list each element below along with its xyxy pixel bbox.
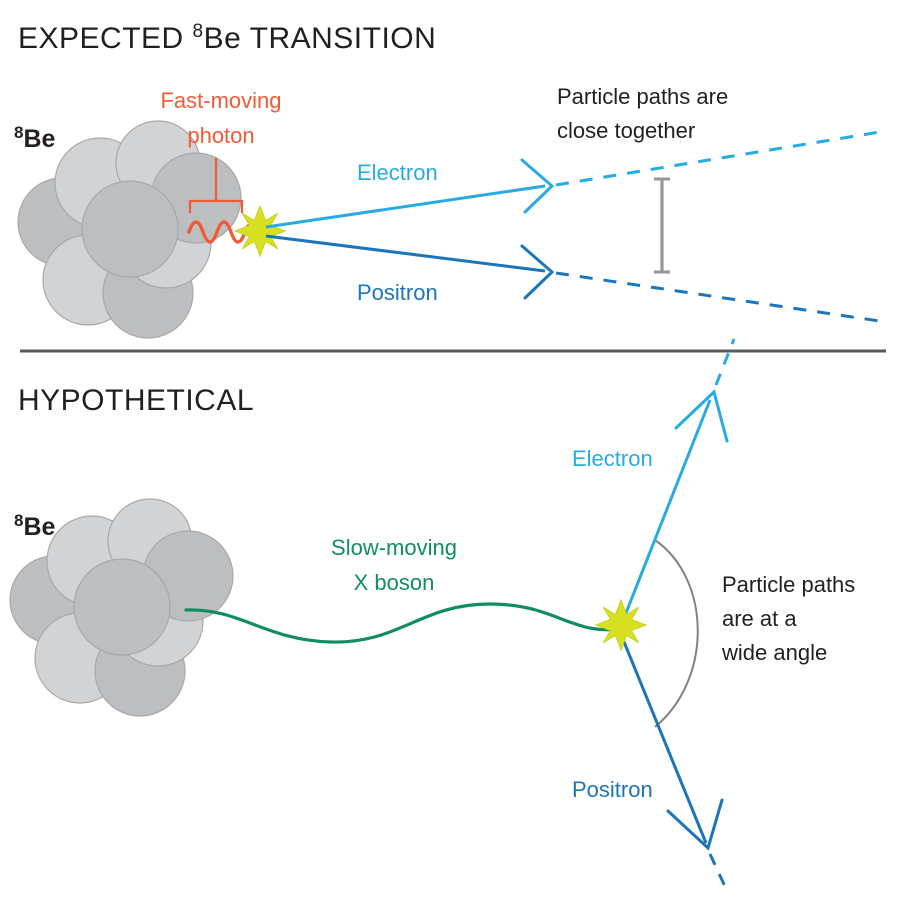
boson-label-line1: Slow-moving <box>331 535 457 560</box>
panel-expected: EXPECTED 8Be TRANSITION 8Be Fast-moving … <box>14 21 887 339</box>
electron-arrowhead-hypothetical <box>674 389 729 443</box>
photon-label-line2: photon <box>187 123 254 148</box>
nucleon-center <box>73 558 171 656</box>
nucleus-element: Be <box>23 125 55 153</box>
annotation-hypothetical-line3: wide angle <box>721 640 827 665</box>
title-element: Be <box>204 22 242 55</box>
burst-shape <box>594 598 648 652</box>
separation-measure-bar <box>654 177 670 274</box>
annotation-expected-line1: Particle paths are <box>557 84 728 109</box>
electron-path-dashed-expected <box>555 129 887 187</box>
positron-path-dashed-hypothetical <box>708 853 730 894</box>
decay-vertex-burst-expected <box>233 204 287 258</box>
electron-arrowhead-expected <box>520 158 555 214</box>
positron-path-dashed-expected <box>555 271 887 324</box>
nucleus-element: Be <box>23 513 55 541</box>
positron-arrowhead-expected <box>520 244 555 300</box>
electron-label-expected: Electron <box>357 160 438 185</box>
electron-path-solid-expected <box>265 184 546 229</box>
positron-label-hypothetical: Positron <box>572 777 653 802</box>
annotation-expected-line2: close together <box>557 118 695 143</box>
nucleus-cluster-expected <box>17 120 242 339</box>
panel-title-hypothetical: HYPOTHETICAL <box>18 384 254 417</box>
nucleus-mass-number: 8 <box>14 123 23 142</box>
panel-hypothetical: HYPOTHETICAL 8Be Slow-moving X boson <box>9 338 855 894</box>
electron-label-hypothetical: Electron <box>572 446 653 471</box>
nucleus-cluster-hypothetical <box>9 498 234 717</box>
decay-vertex-burst-hypothetical <box>594 598 648 652</box>
electron-path-solid-hypothetical <box>622 399 712 619</box>
title-pre: EXPECTED <box>18 22 193 55</box>
positron-label-expected: Positron <box>357 280 438 305</box>
wide-angle-arc <box>654 539 699 728</box>
panel-title-expected: EXPECTED 8Be TRANSITION <box>18 21 436 55</box>
title-superscript: 8 <box>193 21 204 42</box>
x-boson-wave <box>184 602 630 644</box>
positron-path-solid-expected <box>265 234 546 273</box>
nucleus-mass-number: 8 <box>14 511 23 530</box>
annotation-hypothetical-line2: are at a <box>722 606 797 631</box>
annotation-hypothetical-line1: Particle paths <box>722 572 855 597</box>
nucleus-label-hypothetical: 8Be <box>14 511 56 541</box>
positron-path-solid-hypothetical <box>618 631 708 844</box>
electron-path-dashed-hypothetical <box>714 338 736 386</box>
positron-arrowhead-hypothetical <box>666 798 724 851</box>
nucleus-label-expected: 8Be <box>14 123 56 153</box>
boson-label-line2: X boson <box>354 570 435 595</box>
nucleon-center <box>81 180 179 278</box>
photon-label-line1: Fast-moving <box>160 88 281 113</box>
burst-shape <box>233 204 287 258</box>
title-post: TRANSITION <box>241 22 436 55</box>
